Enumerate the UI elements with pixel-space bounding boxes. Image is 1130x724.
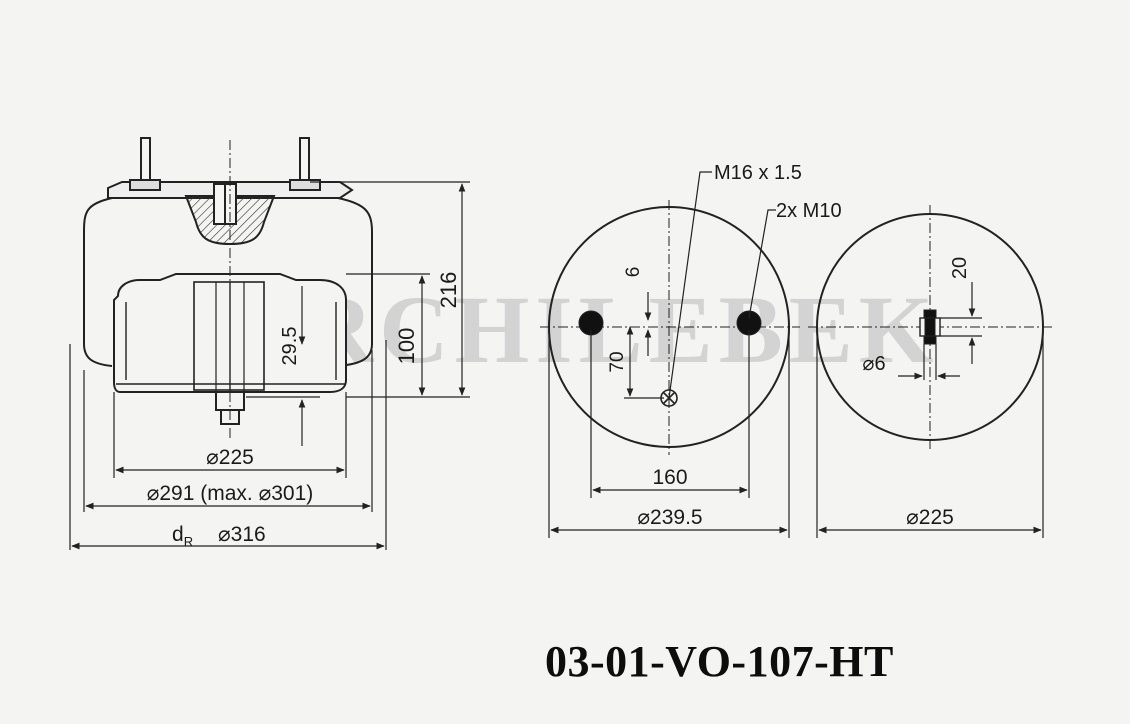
side-view	[83, 137, 373, 440]
bottom-plate-view	[808, 205, 1052, 450]
dim-316-label: ⌀316	[218, 523, 266, 546]
side-view-labels: 216 100 29.5 ⌀225 ⌀291 (max. ⌀301) dR ⌀3…	[147, 272, 461, 549]
dim-225-side-label: ⌀225	[206, 446, 254, 469]
bellow-outline	[83, 197, 373, 367]
top-plate-labels: M16 x 1.5 2x M10 6 70 160 ⌀239.5	[607, 162, 842, 529]
dim-dr-prefix: d	[172, 523, 184, 546]
m16-label: M16 x 1.5	[714, 162, 802, 184]
bottom-plate-dimensions	[816, 282, 1044, 538]
m10-label: 2x M10	[776, 200, 842, 222]
dim-239-5-label: ⌀239.5	[637, 506, 702, 529]
dim-29-5-label: 29.5	[279, 327, 301, 366]
stud-left	[140, 137, 151, 187]
dim-20-label: 20	[949, 257, 971, 279]
dim-dr-label: dR	[172, 523, 193, 549]
dim-6-top-label: 6	[623, 267, 644, 278]
dim-6-bottom-label: ⌀6	[862, 353, 885, 375]
dim-dr-subscript: R	[184, 534, 193, 549]
dim-160-label: 160	[652, 466, 687, 489]
part-number: 03-01-VO-107-HT	[545, 637, 894, 686]
side-view-dimensions	[69, 181, 470, 550]
top-plate-dimensions	[548, 292, 790, 538]
dim-100-label: 100	[394, 328, 419, 365]
dim-291-label: ⌀291 (max. ⌀301)	[147, 482, 314, 505]
dim-216-label: 216	[436, 272, 461, 309]
stud-right	[299, 137, 310, 187]
bottom-plate-labels: 20 ⌀6 ⌀225	[862, 257, 971, 529]
dim-70-label: 70	[607, 351, 628, 372]
dim-225-bottom-label: ⌀225	[906, 506, 954, 529]
